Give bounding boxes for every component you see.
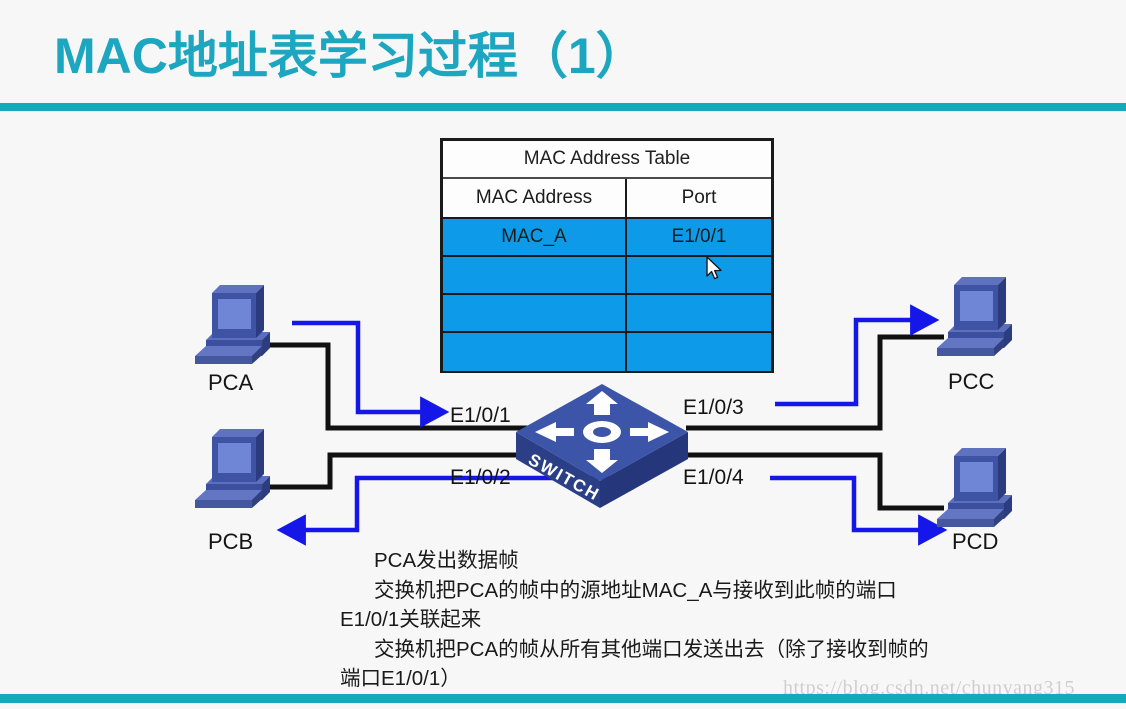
flow-arrow-pcc-egress — [775, 304, 940, 407]
table-header-row: MAC Address Port — [443, 179, 771, 219]
title-divider — [0, 103, 1126, 111]
cell-mac-address: MAC_A — [443, 219, 627, 255]
table-caption-row: MAC Address Table — [443, 141, 771, 179]
host-icon-pcd[interactable] — [937, 448, 1012, 527]
description-line-1: PCA发出数据帧 — [374, 549, 519, 572]
switch-icon[interactable]: SWITCH — [516, 384, 688, 508]
description-line-5: 端口E1/0/1） — [340, 667, 461, 690]
cell-mac-address — [443, 333, 627, 371]
page-title: MAC地址表学习过程（1） — [54, 28, 646, 84]
table-row[interactable] — [443, 295, 771, 333]
description-line-3: E1/0/1关联起来 — [340, 608, 482, 631]
port-label-e1-0-2: E1/0/2 — [450, 466, 511, 489]
table-caption: MAC Address Table — [523, 148, 691, 169]
port-label-e1-0-1: E1/0/1 — [450, 404, 511, 427]
cell-mac-address — [443, 295, 627, 331]
host-label-pcc: PCC — [948, 369, 995, 394]
watermark: https://blog.csdn.net/chunyang315 — [783, 677, 1076, 699]
host-icon-pcb[interactable] — [195, 429, 270, 508]
flow-arrow-pcb-egress — [276, 475, 648, 546]
host-label-pcb: PCB — [208, 529, 254, 554]
host-icon-pca[interactable] — [195, 285, 270, 364]
table-row[interactable]: MAC_A E1/0/1 — [443, 219, 771, 257]
host-label-pcd: PCD — [952, 529, 999, 554]
description-line-4: 交换机把PCA的帧从所有其他端口发送出去（除了接收到帧的 — [374, 637, 929, 661]
column-header-port: Port — [681, 187, 717, 208]
cell-port: E1/0/1 — [671, 226, 727, 247]
port-label-e1-0-4: E1/0/4 — [683, 466, 744, 489]
table-row[interactable] — [443, 333, 771, 371]
host-icon-pcc[interactable] — [937, 277, 1012, 356]
description-line-2: 交换机把PCA的帧中的源地址MAC_A与接收到此帧的端口 — [374, 578, 897, 602]
flow-arrow-pcd-egress — [770, 475, 948, 546]
cable-pca-to-switch — [266, 342, 540, 431]
cable-pcb-to-switch — [266, 452, 540, 490]
footer-divider — [0, 694, 1126, 703]
host-label-pca: PCA — [208, 370, 254, 395]
port-label-e1-0-3: E1/0/3 — [683, 396, 744, 419]
description-block: PCA发出数据帧 交换机把PCA的帧中的源地址MAC_A与接收到此帧的端口 E1… — [340, 546, 1070, 694]
cable-switch-to-pcc — [686, 334, 944, 431]
column-header-mac-address: MAC Address — [443, 179, 627, 217]
cable-switch-to-pcd — [686, 452, 944, 511]
flow-arrow-pca-ingress — [292, 320, 450, 428]
cell-mac-address — [443, 257, 627, 293]
